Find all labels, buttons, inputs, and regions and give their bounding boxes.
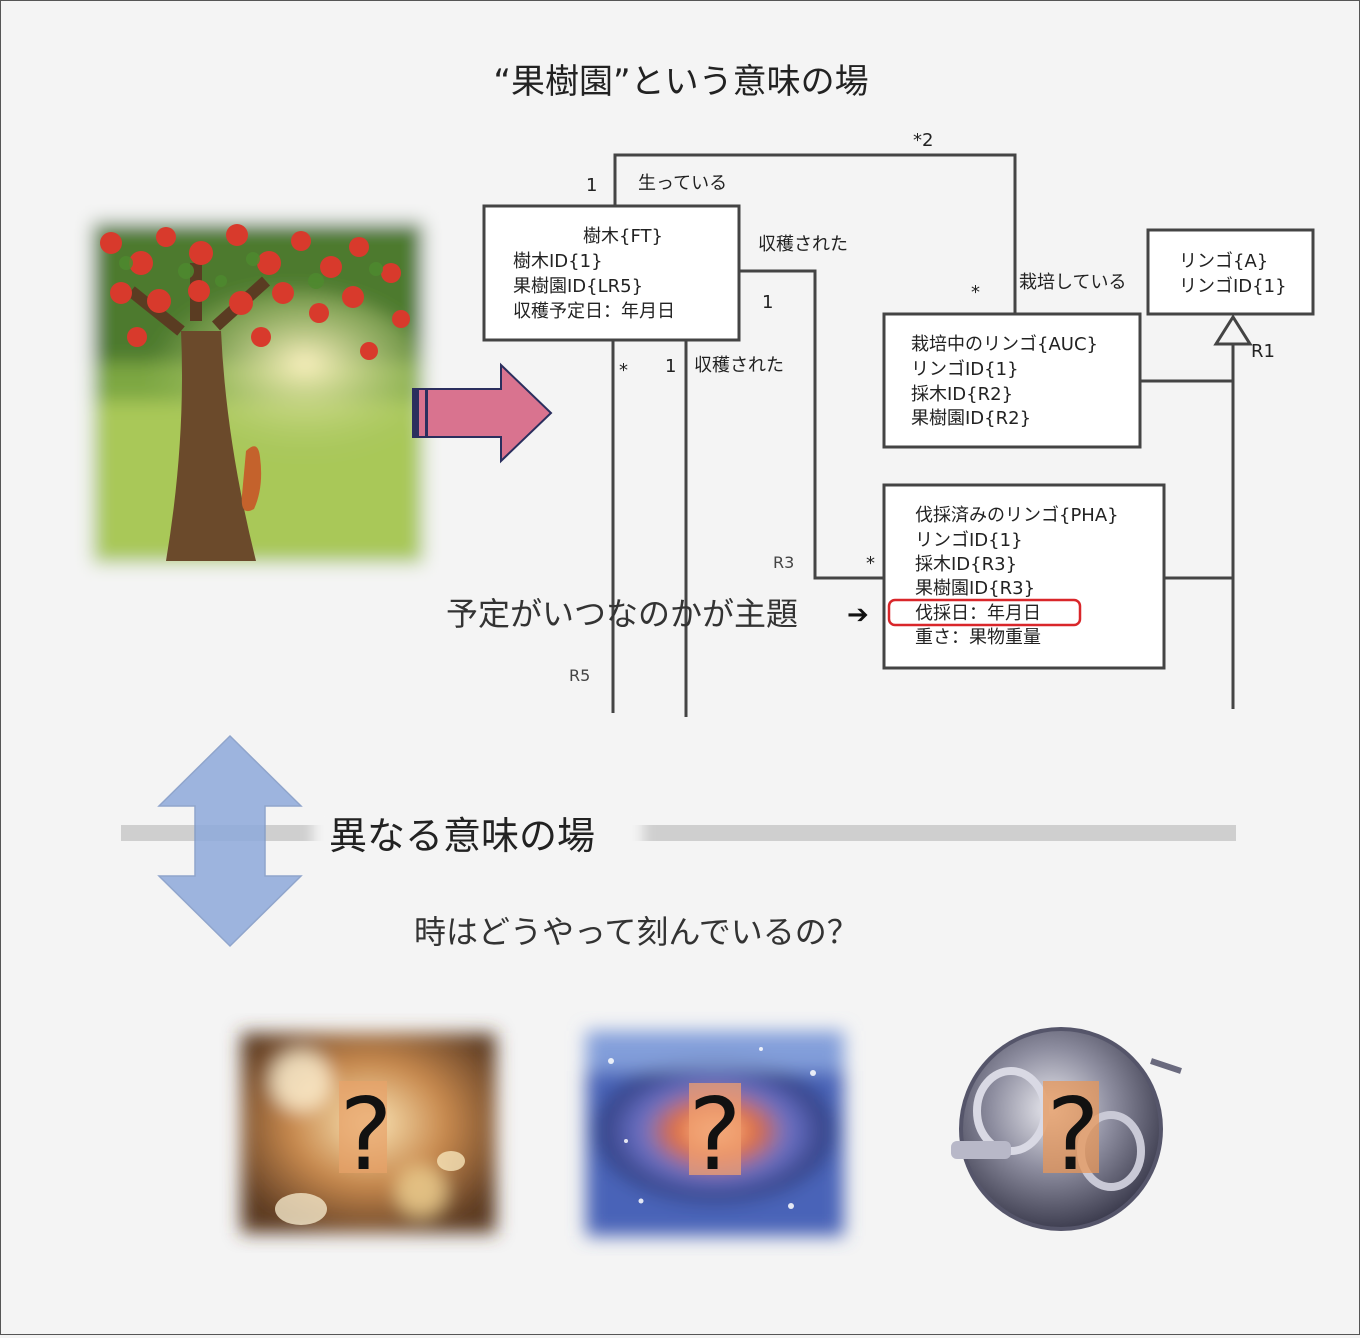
class-apple-name: リンゴ{A} [1179,251,1268,272]
r4-verb: 収穫された [694,355,784,376]
question-mark-1: ? [339,1076,392,1193]
class-apple: リンゴ{A} リンゴID{1} [1146,228,1315,316]
r3-tree-mult: 1 [762,292,773,313]
r3-pha-mult: * [866,553,875,574]
class-harvested-attr-2: 果樹園ID{R3} [915,578,1035,599]
class-harvested-attr-0: リンゴID{1} [915,530,1023,551]
time-image-3: ? [946,1016,1182,1246]
r2-tree-mult: 1 [586,175,597,196]
class-harvested-name: 伐採済みのリンゴ{PHA} [915,505,1119,526]
class-cultivating-attr-0: リンゴID{1} [911,359,1019,380]
double-arrow-icon [157,734,303,948]
class-cultivating-name: 栽培中のリンゴ{AUC} [911,334,1098,355]
class-harvested-attr-4: 重さ：果物重量 [915,627,1041,648]
r2-top-mult: *2 [913,130,933,151]
class-cultivating-attr-1: 採木ID{R2} [911,384,1013,405]
time-image-2: ? [586,1031,844,1236]
r2-auc-mult: * [971,282,980,303]
block-arrow [412,362,553,464]
note-text: 予定がいつなのかが主題 [446,595,798,633]
class-cultivating-attr-2: 果樹園ID{R2} [911,408,1031,429]
highlight-box [887,598,1082,627]
class-tree-name: 樹木{FT} [583,226,663,247]
question-mark-2: ? [688,1076,741,1193]
class-harvested-attr-3: 伐採日：年月日 [915,603,1041,624]
note-arrow-icon: ➔ [847,600,869,630]
r4-one: 1 [665,356,676,377]
question-mark-3: ? [1046,1076,1099,1193]
class-harvested-attr-1: 採木ID{R3} [915,554,1017,575]
divider-label: 異なる意味の場 [329,814,595,858]
r1-name: R1 [1251,341,1275,362]
r3-verb: 収穫された [758,234,848,255]
r2-label: 生っている [638,173,727,194]
r2-verb: 栽培している [1019,272,1126,293]
class-harvested-apple: 伐採済みのリンゴ{PHA} リンゴID{1} 採木ID{R3} 果樹園ID{R3… [882,483,1166,670]
class-tree: 樹木{FT} 樹木ID{1} 果樹園ID{LR5} 収穫予定日：年月日 [482,204,741,342]
page-title: “果樹園”という意味の場 [493,62,868,102]
relation-labels: *2 1 生っている 収穫された 1 * 栽培している R1 * 1 収穫された… [569,130,1275,685]
divider [121,805,1236,863]
r5-star: * [619,360,628,381]
time-image-1: ? [241,1033,496,1233]
class-tree-attr-2: 収穫予定日：年月日 [513,301,675,322]
r5-name: R5 [569,666,590,685]
class-tree-attr-1: 果樹園ID{LR5} [513,276,643,297]
class-tree-attr-0: 樹木ID{1} [513,251,603,272]
diagram-connectors [611,153,1253,717]
apple-tree-image [73,203,443,583]
class-apple-attr-0: リンゴID{1} [1179,276,1287,297]
r3-name: R3 [773,553,794,572]
class-cultivating-apple: 栽培中のリンゴ{AUC} リンゴID{1} 採木ID{R2} 果樹園ID{R2} [882,312,1142,449]
question-text: 時はどうやって刻んでいるの？ [414,913,859,951]
